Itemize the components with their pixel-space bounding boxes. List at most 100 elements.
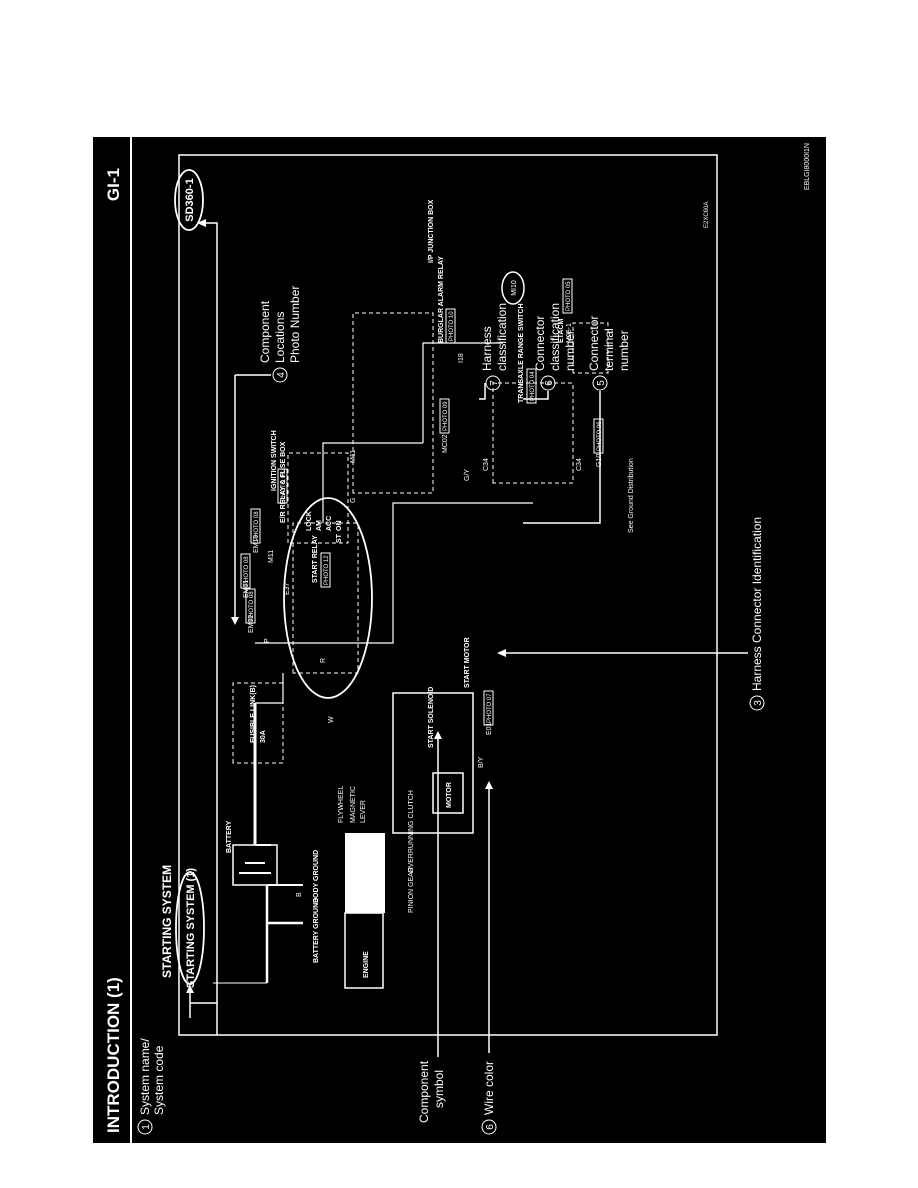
callout-4-circle — [272, 367, 288, 383]
callout-1-code-arrowhead — [197, 219, 206, 227]
flywheel-label: FLYWHEEL — [338, 786, 345, 823]
engine-label: ENGINE — [363, 951, 370, 978]
callout-4-line3: Photo Number — [288, 286, 302, 363]
callout-1-line1: System name/ — [138, 1038, 152, 1115]
ip-junction-box — [352, 312, 434, 494]
photo-06: PHOTO 06 — [597, 421, 603, 451]
callout-5-number: 5 — [596, 380, 607, 386]
footer-code: EBLGI8000I1N — [804, 143, 811, 190]
battery-label: BATTERY — [226, 820, 233, 853]
ip-junction-box-label: I/P JUNCTION BOX — [428, 199, 435, 263]
callout-6a-circle — [481, 1119, 497, 1135]
callout-4-arrowhead — [231, 617, 239, 625]
callout-4-line2: Locations — [273, 312, 287, 363]
callout-7-leader — [479, 383, 486, 400]
wire-main-5 — [255, 502, 533, 644]
motor-label: MOTOR — [446, 782, 453, 808]
component-symbol-arrowhead — [434, 731, 442, 739]
photo-01: PHOTO 01 — [281, 471, 287, 501]
callout-3-circle — [749, 695, 765, 711]
photo-09: PHOTO 09 — [443, 401, 449, 431]
pinion-gear-label: PINION GEAR — [408, 867, 415, 913]
wire-b-1: B — [296, 892, 303, 897]
photo-08a: PHOTO 08 — [254, 511, 260, 541]
wire-p: P — [264, 638, 271, 643]
callout-5-line1: Connector — [587, 316, 601, 371]
connector-i18: I18 — [458, 353, 465, 363]
lock-label: LOCK — [306, 511, 313, 531]
wire-main-4 — [422, 342, 503, 443]
diagram-frame: INTRODUCTION (1) GI-1 STARTING SYSTEM ST… — [93, 137, 826, 1143]
connector-e01: E01 — [486, 722, 493, 735]
connector-mi10: MI10 — [511, 280, 518, 296]
photo-05: PHOTO 05 — [566, 281, 572, 311]
flywheel-teeth — [345, 833, 385, 913]
burglar-alarm-relay-label: BURGLAR ALARM RELAY — [438, 256, 445, 343]
er-relay-fuse-box — [292, 522, 359, 674]
mi10-ellipse — [501, 271, 525, 305]
photo-01-box — [277, 468, 288, 504]
photo-04-box — [526, 368, 537, 404]
callout-3-text: Harness Connector Identification — [750, 517, 764, 691]
see-ground-distribution: See Ground Distribution — [628, 458, 635, 533]
acc-label: ACC — [326, 516, 333, 531]
start-motor-box — [392, 692, 474, 834]
callout-6b-line3: number — [563, 330, 577, 371]
photo-06-box — [593, 418, 604, 454]
overrunning-clutch-label: OVERRUNNING CLUTCH — [408, 790, 415, 873]
connector-em10: EM10 — [253, 535, 260, 553]
callout-7-line1: Harness — [480, 326, 494, 371]
wire-by: B/Y — [478, 756, 485, 768]
wiring-diagram: INTRODUCTION (1) GI-1 STARTING SYSTEM ST… — [104, 137, 811, 1143]
callout-6b-line2: classification — [548, 303, 562, 371]
component-symbol-line1: Component — [417, 1060, 431, 1123]
photo-08c-box — [245, 588, 256, 624]
callout-1-number: 1 — [141, 1124, 152, 1130]
etacm-box — [572, 322, 609, 374]
rotated-page: INTRODUCTION (1) GI-1 STARTING SYSTEM ST… — [93, 137, 826, 1143]
transaxle-range-switch-box — [492, 382, 574, 484]
etacm-label: ETACM — [558, 318, 565, 343]
start-relay-ellipse — [283, 497, 373, 699]
er-relay-fuse-box-label: E/R RELAY & FUSE BOX — [280, 441, 287, 523]
body-ground-label: BODY GROUND — [313, 850, 320, 903]
start-solenoid-label: START SOLENOID — [428, 687, 435, 748]
connector-e37: E37 — [284, 582, 291, 595]
photo-08a-box — [250, 508, 261, 544]
wire-gy: G/Y — [464, 469, 471, 481]
photo-10: PHOTO 10 — [449, 311, 455, 341]
photo-12-box — [320, 552, 331, 588]
system-code: SD360-1 — [184, 178, 196, 221]
wire-main-3 — [322, 442, 423, 523]
connector-g10: G10 — [596, 454, 603, 467]
callout-7-line2: classification — [495, 303, 509, 371]
callout-5-line3: number — [617, 330, 631, 371]
start-relay-label: START RELAY — [312, 535, 319, 583]
battery-symbol — [232, 844, 278, 886]
code-small: E2XC60A — [704, 202, 710, 228]
callout-1-line2: System code — [152, 1045, 166, 1115]
callout-5-leader — [523, 391, 601, 524]
fusible-link-box — [232, 682, 284, 764]
photo-05-box — [562, 278, 573, 314]
callout-4-line1: Component — [258, 300, 272, 363]
on-label: ON — [336, 521, 343, 532]
ignition-switch-box — [287, 452, 349, 544]
system-code-ellipse — [174, 169, 204, 231]
diagram-box — [178, 154, 718, 1036]
am-label: AM — [316, 520, 323, 531]
magnetic-label: MAGNETIC — [350, 786, 357, 823]
photo-07-box — [483, 690, 494, 726]
connector-mc02: MC02 — [442, 434, 449, 453]
connector-em02: EM02 — [248, 615, 255, 633]
system-name: STARTING SYSTEM (1) — [185, 868, 197, 989]
page-code: GI-1 — [104, 168, 123, 201]
component-symbol-line2: symbol — [432, 1070, 446, 1108]
header-title: INTRODUCTION (1) — [104, 977, 123, 1133]
wire-g: G — [350, 498, 357, 503]
fusible-amp-label: 30A — [260, 730, 267, 743]
callout-6a-arrowhead — [485, 781, 493, 789]
connector-m05: M05-1 — [566, 323, 573, 343]
battery-ground-label: BATTERY GROUND — [313, 898, 320, 963]
callout-5-line2: terminal — [602, 328, 616, 371]
